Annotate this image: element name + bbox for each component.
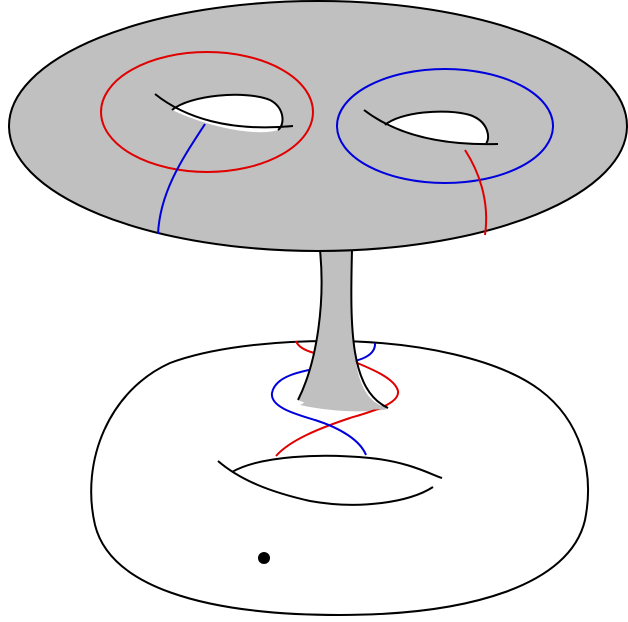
upper-genus-two-surface [9, 1, 627, 251]
marked-point [258, 552, 270, 564]
